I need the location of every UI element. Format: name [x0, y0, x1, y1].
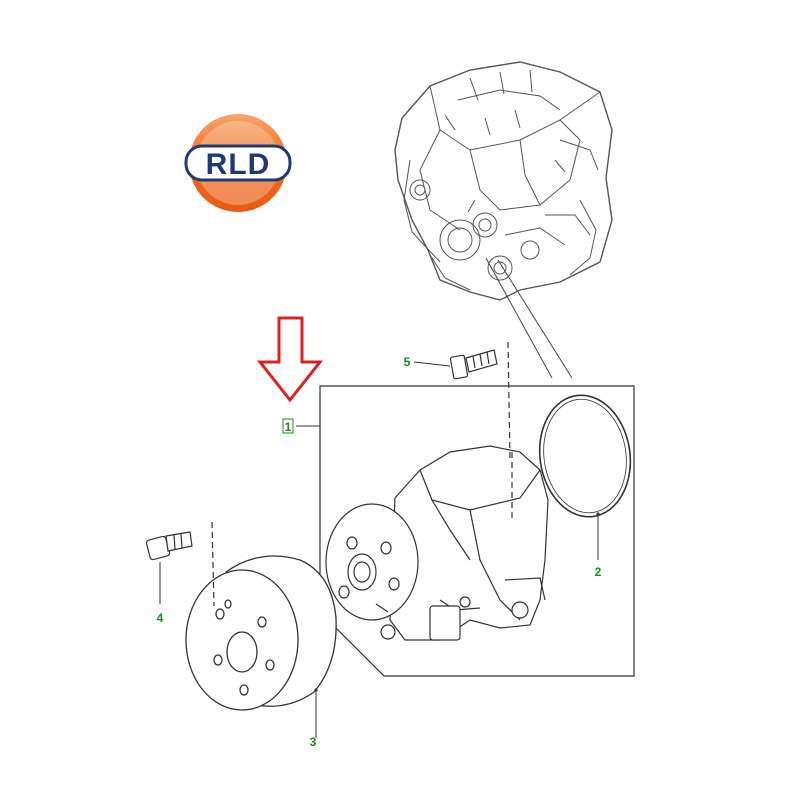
callout-1: 1	[282, 418, 294, 434]
bolt-icon-5	[449, 341, 511, 461]
callout-5-label: 5	[404, 355, 411, 369]
rld-logo: RLD	[184, 114, 292, 212]
down-arrow-icon	[256, 316, 324, 403]
callout-1-label: 1	[285, 420, 292, 434]
engine-illustration	[394, 61, 613, 379]
gasket-ring	[538, 394, 632, 518]
callout-4-label: 4	[157, 611, 164, 625]
logo-text: RLD	[206, 148, 271, 181]
callout-2-label: 2	[595, 565, 602, 579]
water-pump-illustration	[325, 445, 549, 641]
callout-3-label: 3	[310, 735, 317, 749]
bolt-icon-4	[145, 521, 215, 607]
logo-band	[184, 144, 292, 182]
pulley-illustration	[185, 555, 337, 711]
